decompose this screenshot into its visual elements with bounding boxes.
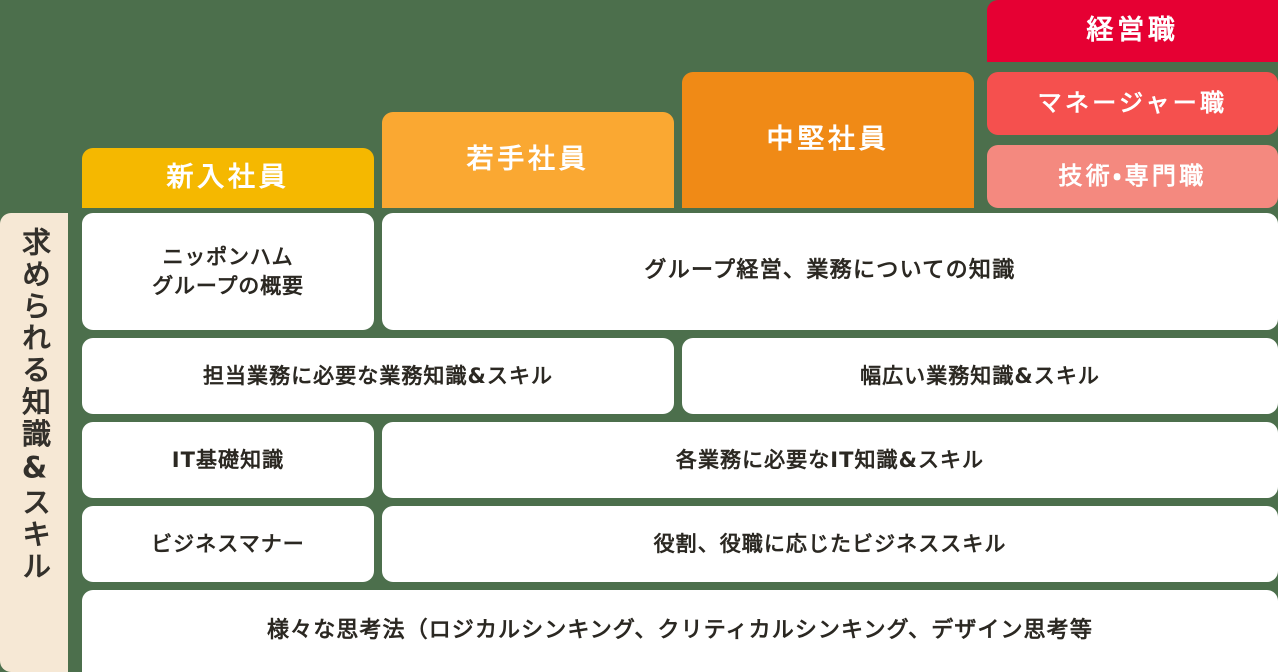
column-header-newcomer-label: 新入社員 [166, 162, 290, 194]
matrix-cell-r4c2: 役割、役職に応じたビジネススキル [382, 506, 1278, 582]
column-header-young[interactable]: 若手社員 [382, 112, 674, 208]
matrix-cell-r2c1-text: 担当業務に必要な業務知識&スキル [202, 363, 554, 388]
column-header-young-label: 若手社員 [466, 144, 590, 176]
column-header-specialist[interactable]: 技術・専門職 [987, 145, 1278, 208]
matrix-cell-r1c1: ニッポンハムグループの概要 [82, 213, 374, 330]
matrix-cell-r3c2-text: 各業務に必要なIT知識&スキル [675, 447, 985, 472]
matrix-cell-r4c1-text: ビジネスマナー [151, 531, 305, 556]
axis-label-required-skills: 求められる知識&スキル [0, 213, 68, 672]
matrix-cell-r5c1: 様々な思考法（ロジカルシンキング、クリティカルシンキング、デザイン思考等 [82, 590, 1278, 672]
matrix-cell-r3c1-text: IT基礎知識 [171, 447, 285, 472]
matrix-cell-r4c1: ビジネスマナー [82, 506, 374, 582]
matrix-cell-r2c2: 幅広い業務知識&スキル [682, 338, 1278, 414]
column-header-newcomer[interactable]: 新入社員 [82, 148, 374, 208]
matrix-cell-r3c1: IT基礎知識 [82, 422, 374, 498]
axis-label-text: 求められる知識&スキル [17, 227, 52, 583]
column-header-mid[interactable]: 中堅社員 [682, 72, 974, 208]
column-header-specialist-label: 技術・専門職 [1058, 161, 1207, 190]
matrix-cell-r2c1: 担当業務に必要な業務知識&スキル [82, 338, 674, 414]
column-header-manager[interactable]: マネージャー職 [987, 72, 1278, 135]
matrix-cell-r4c2-text: 役割、役職に応じたビジネススキル [653, 531, 1007, 556]
matrix-cell-r1c1-text: ニッポンハムグループの概要 [152, 244, 304, 298]
matrix-cell-r1c2: グループ経営、業務についての知識 [382, 213, 1278, 330]
matrix-cell-r3c2: 各業務に必要なIT知識&スキル [382, 422, 1278, 498]
column-header-mid-label: 中堅社員 [766, 124, 890, 156]
column-header-executive[interactable]: 経営職 [987, 0, 1278, 62]
column-header-executive-label: 経営職 [1086, 15, 1179, 47]
matrix-cell-r1c2-text: グループ経営、業務についての知識 [644, 258, 1016, 284]
matrix-cell-r5c1-text: 様々な思考法（ロジカルシンキング、クリティカルシンキング、デザイン思考等 [267, 617, 1093, 643]
matrix-cell-r2c2-text: 幅広い業務知識&スキル [860, 363, 1100, 388]
column-header-manager-label: マネージャー職 [1037, 88, 1228, 117]
